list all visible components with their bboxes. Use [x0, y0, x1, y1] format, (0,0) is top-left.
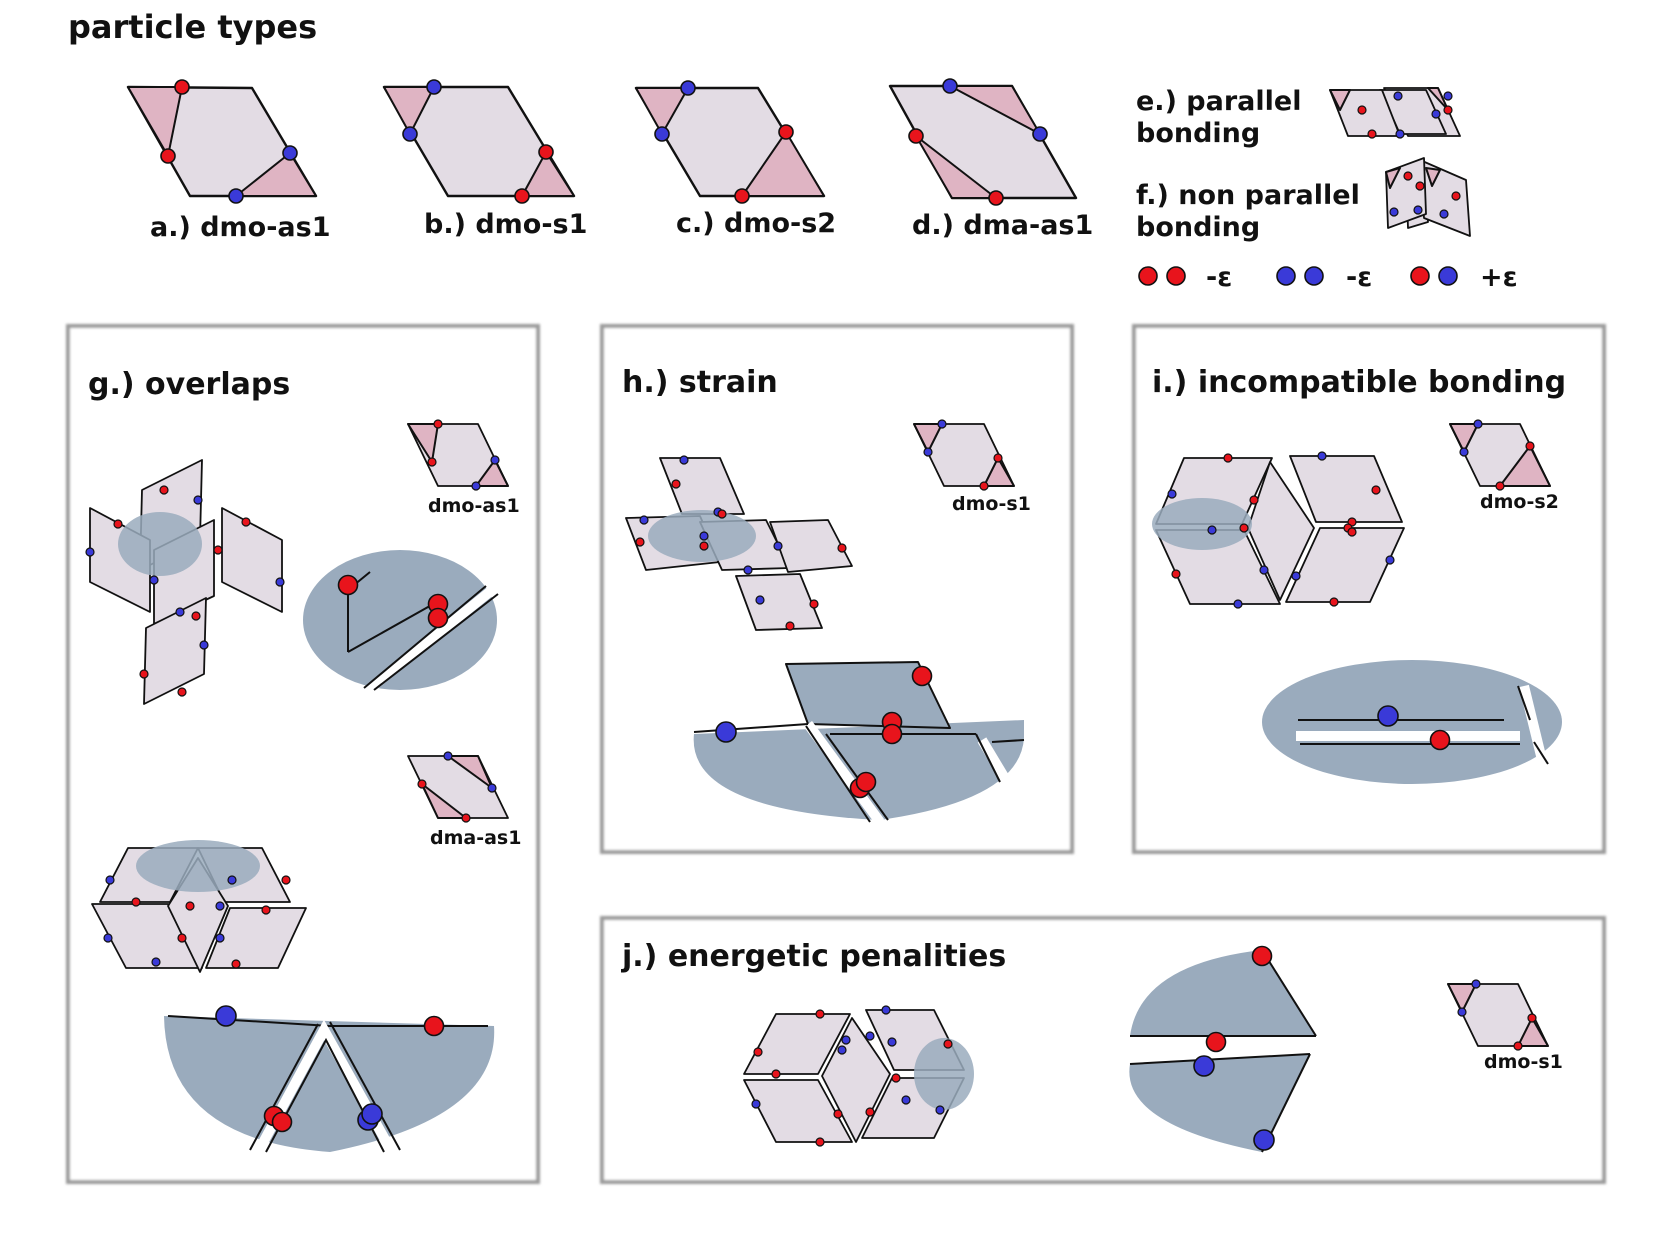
overlap-zoom-1: [303, 550, 499, 694]
incompatible-zoom: [1262, 660, 1562, 784]
label-dmo-as1: a.) dmo-as1: [150, 212, 331, 243]
penalty-zoom: [1129, 945, 1317, 1153]
overlap-zoom-2: [164, 1005, 495, 1155]
particle-dmo-s2: c.) dmo-s2: [634, 80, 836, 239]
panel-strain-title: h.) strain: [622, 365, 778, 400]
energy-legend: -ε -ε +ε: [1138, 262, 1518, 293]
particle-types-title: particle types: [68, 8, 317, 46]
energy-red-blue-label: +ε: [1480, 262, 1518, 293]
panel-energetic-penalities: j.) energetic penalities dmo-s1: [600, 916, 1606, 1184]
label-dma-as1: d.) dma-as1: [912, 210, 1093, 241]
panel-strain: h.) strain dmo-s1: [600, 324, 1074, 854]
tag-dmo-s1-j: dmo-s1: [1484, 1051, 1563, 1073]
energy-blue-blue-label: -ε: [1346, 262, 1372, 293]
particle-dmo-as1: a.) dmo-as1: [126, 79, 331, 243]
energy-red-blue: +ε: [1410, 262, 1518, 293]
overlap-cluster-2: [91, 840, 307, 973]
tag-dmo-s1-h: dmo-s1: [952, 493, 1031, 515]
panel-incompatible-bonding-title: i.) incompatible bonding: [1152, 365, 1566, 400]
parallel-bonding-label-line1: e.) parallel: [1136, 86, 1301, 117]
strain-zoom: [693, 661, 1025, 825]
particle-dmo-s1: b.) dmo-s1: [382, 79, 587, 240]
parallel-bonding-legend: e.) parallel bonding: [1136, 86, 1461, 149]
panel-overlaps-title: g.) overlaps: [88, 367, 290, 402]
non-parallel-bonding-legend: f.) non parallel bonding: [1136, 157, 1471, 243]
non-parallel-bonding-label-line2: bonding: [1136, 212, 1260, 243]
tag-dma-as1: dma-as1: [430, 827, 521, 849]
non-parallel-bonding-icon: [1385, 157, 1471, 237]
label-dmo-s1: b.) dmo-s1: [424, 209, 587, 240]
parallel-bonding-icon: [1329, 87, 1461, 139]
tag-dmo-s2: dmo-s2: [1480, 491, 1559, 513]
overlap-cluster-1: [85, 459, 285, 705]
panel-incompatible-bonding: i.) incompatible bonding dmo-s2: [1132, 324, 1606, 854]
energy-red-red-label: -ε: [1206, 262, 1232, 293]
tag-dmo-as1: dmo-as1: [428, 495, 520, 517]
parallel-bonding-label-line2: bonding: [1136, 118, 1260, 149]
panel-energetic-penalities-title: j.) energetic penalities: [621, 939, 1006, 974]
incompatible-cluster: [1152, 451, 1405, 609]
non-parallel-bonding-label-line1: f.) non parallel: [1136, 180, 1360, 211]
strain-cluster: [625, 455, 853, 631]
energy-blue-blue: -ε: [1276, 262, 1372, 293]
particle-dma-as1: d.) dma-as1: [888, 78, 1093, 241]
penalty-cluster: [743, 1005, 974, 1147]
energy-red-red: -ε: [1138, 262, 1232, 293]
label-dmo-s2: c.) dmo-s2: [676, 208, 836, 239]
panel-overlaps: g.) overlaps dmo-as1: [66, 324, 540, 1184]
